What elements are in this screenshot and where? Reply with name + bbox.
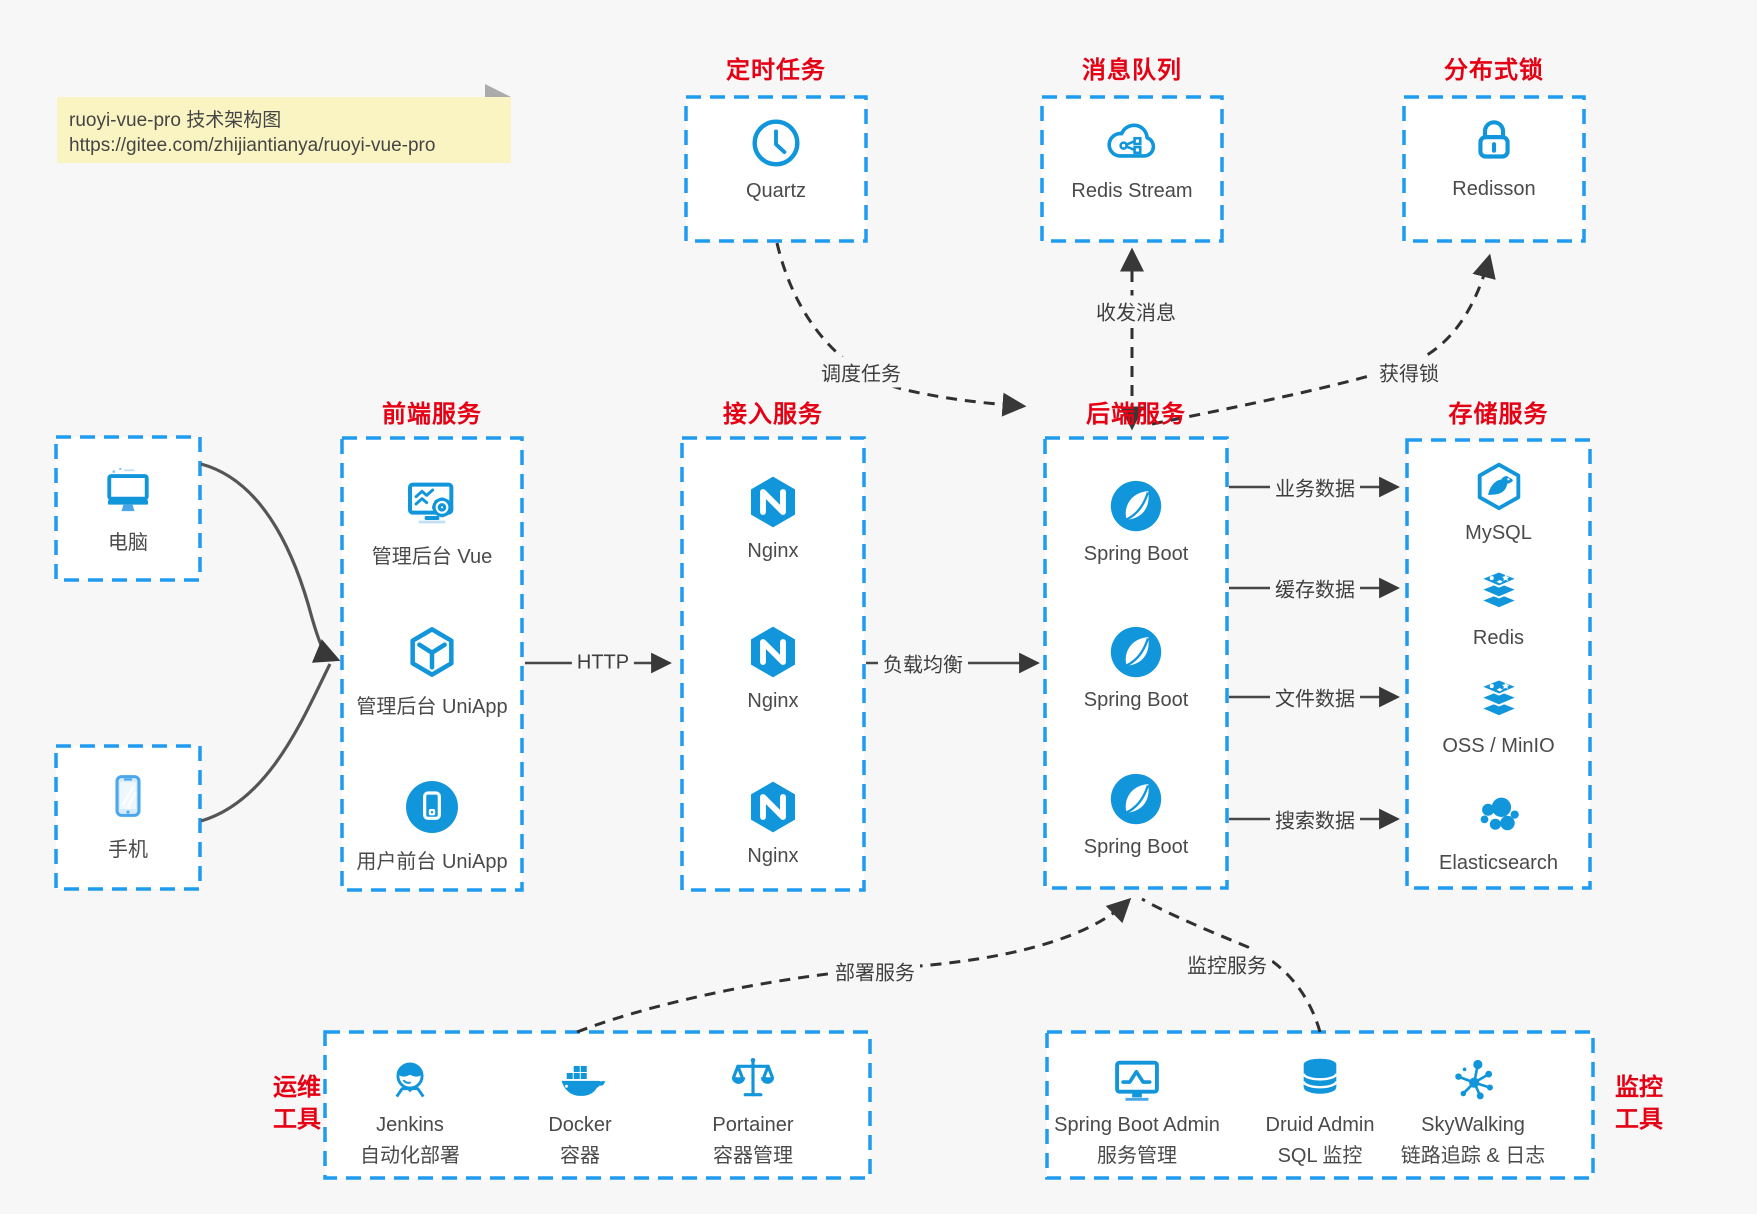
node-mysql: MySQL [1407, 458, 1590, 545]
node-nginx-2: Nginx [682, 620, 864, 713]
edge-label-search-data: 搜索数据 [1270, 803, 1360, 835]
monitor-gear-icon [408, 482, 454, 524]
edge-label-cache-data: 缓存数据 [1270, 572, 1360, 604]
edge-pc-to-frontend [200, 462, 341, 663]
title-lock: 分布式锁 [1444, 57, 1544, 84]
node-docker: Docker 容器 [495, 1050, 665, 1168]
node-springboot-3: Spring Boot [1045, 768, 1227, 859]
node-pc: 电脑 [56, 458, 200, 555]
node-druid-admin: Druid Admin SQL 监控 [1235, 1050, 1405, 1168]
node-redis: Redis [1407, 563, 1590, 650]
cloud-network-icon [1107, 123, 1156, 158]
note-url: https://gitee.com/zhijiantianya/ruoyi-vu… [69, 135, 436, 156]
node-springboot-1: Spring Boot [1045, 475, 1227, 566]
sticky-note: ruoyi-vue-pro 技术架构图 https://gitee.com/zh… [57, 84, 511, 163]
mysql-icon [1477, 462, 1520, 511]
node-skywalking: SkyWalking 链路追踪 & 日志 [1368, 1050, 1578, 1168]
springboot-admin-icon [1115, 1060, 1159, 1101]
node-jenkins: Jenkins 自动化部署 [325, 1050, 495, 1168]
edge-label-file-data: 文件数据 [1270, 681, 1360, 713]
title-monitoring-tools: 监控 工具 [1615, 1074, 1663, 1134]
node-phone: 手机 [56, 765, 200, 862]
edge-label-http: HTTP [571, 650, 635, 676]
node-quartz: Quartz [686, 112, 866, 203]
node-portainer: Portainer 容器管理 [658, 1050, 848, 1168]
note-fold-corner [485, 84, 511, 97]
node-user-uniapp: 用户前台 UniApp [342, 775, 522, 874]
node-nginx-1: Nginx [682, 470, 864, 563]
docker-icon [559, 1065, 606, 1096]
mobile-app-icon [406, 781, 458, 833]
edge-label-deploy: 部署服务 [830, 955, 920, 987]
nginx-icon [751, 626, 795, 678]
edge-label-monitor: 监控服务 [1182, 948, 1272, 980]
clock-icon [752, 119, 800, 167]
lock-icon [1478, 120, 1510, 159]
title-backend: 后端服务 [1086, 401, 1186, 428]
edge-label-load-balance: 负载均衡 [878, 647, 968, 679]
title-ops-tools: 运维 工具 [273, 1074, 321, 1134]
node-redisson: Redisson [1404, 110, 1584, 201]
springboot-icon [1110, 773, 1162, 825]
node-admin-uniapp: 管理后台 UniApp [342, 620, 522, 719]
title-gateway: 接入服务 [723, 401, 823, 428]
elasticsearch-icon [1480, 797, 1519, 831]
note-title: ruoyi-vue-pro 技术架构图 [69, 110, 282, 131]
springboot-icon [1110, 626, 1162, 678]
desktop-icon [107, 467, 149, 512]
druid-icon [1302, 1058, 1338, 1094]
node-nginx-3: Nginx [682, 775, 864, 868]
nginx-icon [751, 781, 795, 833]
node-oss-minio: OSS / MinIO [1407, 671, 1590, 758]
oss-minio-icon [1479, 678, 1518, 718]
edge-label-message: 收发消息 [1091, 295, 1181, 327]
portainer-icon [731, 1057, 775, 1097]
edge-label-acquire-lock: 获得锁 [1374, 356, 1444, 388]
node-redis-stream: Redis Stream [1042, 112, 1222, 203]
title-scheduler: 定时任务 [726, 57, 826, 84]
uniapp-cube-icon [410, 627, 454, 677]
skywalking-icon [1455, 1059, 1493, 1100]
node-spring-boot-admin: Spring Boot Admin 服务管理 [1032, 1050, 1242, 1168]
jenkins-icon [395, 1062, 425, 1098]
node-springboot-2: Spring Boot [1045, 621, 1227, 712]
springboot-icon [1110, 480, 1162, 532]
nginx-icon [751, 476, 795, 528]
smartphone-icon [115, 775, 141, 817]
redis-icon [1479, 570, 1518, 610]
node-admin-vue: 管理后台 Vue [342, 470, 522, 569]
node-elasticsearch: Elasticsearch [1407, 788, 1590, 875]
edge-label-schedule: 调度任务 [816, 356, 906, 388]
title-mq: 消息队列 [1082, 57, 1182, 84]
title-frontend: 前端服务 [382, 401, 482, 428]
title-storage: 存储服务 [1448, 401, 1549, 428]
edge-phone-to-frontend [200, 663, 332, 823]
edge-label-business-data: 业务数据 [1270, 471, 1360, 503]
